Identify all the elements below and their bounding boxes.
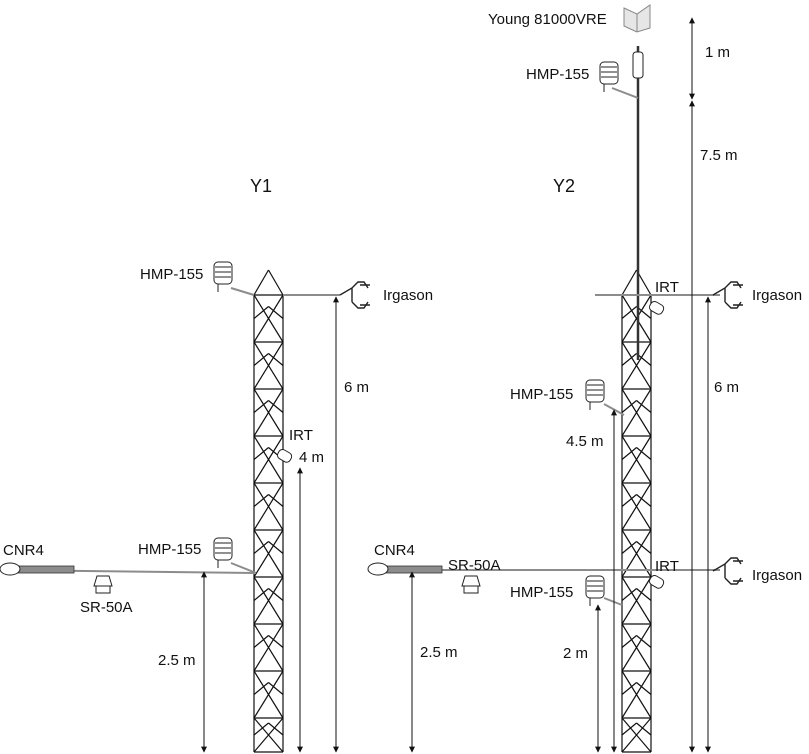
y2-dim-2_5m-label: 2.5 m (420, 644, 458, 661)
y2-dim-7_5m-label: 7.5 m (700, 147, 738, 164)
y2-hmp-low-label: HMP-155 (510, 584, 573, 601)
y2-hmp-mast-icon (599, 61, 619, 92)
y2-hmp-low-arm (603, 597, 623, 606)
y2-irgason-low-icon (712, 557, 743, 585)
y2-young-label: Young 81000VRE (488, 11, 607, 28)
y1-dim-4m-label: 4 m (299, 449, 324, 466)
y2-sr50a-label: SR-50A (448, 557, 501, 574)
y2-cnr4-icon (367, 562, 443, 576)
y1-hmp-low-label: HMP-155 (138, 541, 201, 558)
y1-cnr4-icon (0, 562, 75, 576)
y1-cnr4-label: CNR4 (3, 542, 44, 559)
y1-dim-6m-label: 6 m (344, 379, 369, 396)
y2-irt-top-label: IRT (655, 279, 679, 296)
y2-irt-low-icon (648, 574, 665, 589)
y2-hmp-mid-icon (585, 379, 605, 410)
y1-title: Y1 (250, 176, 272, 196)
y2-dim-1m-label: 1 m (705, 44, 730, 61)
y1-dim-2_5m-label: 2.5 m (158, 652, 196, 669)
y2-hmp-mast-label: HMP-155 (526, 66, 589, 83)
y1-irt-icon (276, 448, 293, 463)
y2-title: Y2 (553, 176, 575, 196)
y2-dim-6m-label: 6 m (714, 379, 739, 396)
y1-lattice-tower (253, 269, 284, 753)
y2-irgason-low-label: Irgason (752, 567, 802, 584)
y1-sr50a-label: SR-50A (80, 599, 133, 616)
y2-hmp-mast-arm (611, 87, 639, 99)
y1-hmp-top-label: HMP-155 (140, 266, 203, 283)
y1-irgason-label: Irgason (383, 287, 433, 304)
y2-lattice-tower (621, 269, 652, 753)
y1-hmp-top-icon (213, 261, 233, 292)
y2-irgason-top-label: Irgason (752, 287, 802, 304)
y2-hmp-low-icon (585, 575, 605, 606)
y2-irgason-top-icon (712, 281, 743, 309)
y2-sr50a-icon (461, 575, 481, 594)
y2-dim-2m-label: 2 m (563, 645, 588, 662)
y1-sr50a-icon (93, 575, 113, 594)
y1-hmp-top-arm (230, 287, 255, 296)
y1-irt-label: IRT (289, 427, 313, 444)
y2-hmp-mid-label: HMP-155 (510, 386, 573, 403)
y2-irt-low-label: IRT (655, 558, 679, 575)
y2-dim-4_5m-label: 4.5 m (566, 433, 604, 450)
y1-irgason-icon (339, 281, 370, 309)
y2-cnr4-label: CNR4 (374, 542, 415, 559)
y2-irt-top-icon (648, 300, 665, 315)
y2-young-anemometer-icon (623, 4, 651, 79)
y1-hmp-low-arm (230, 562, 257, 574)
y1-hmp-low-icon (213, 537, 233, 568)
